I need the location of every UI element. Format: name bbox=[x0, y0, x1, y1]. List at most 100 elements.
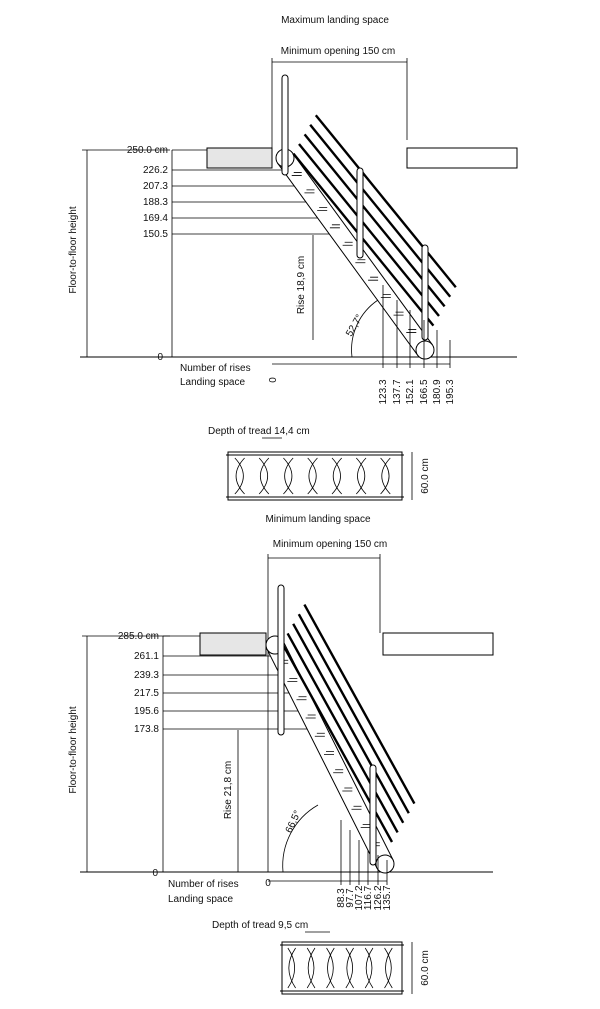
level-label: 250.0 cm bbox=[127, 145, 168, 156]
tread-depth-label: Depth of tread 9,5 cm bbox=[212, 920, 308, 931]
landing-space-label: Landing space bbox=[168, 894, 233, 905]
landing-value: 166.5 bbox=[419, 379, 430, 404]
plan-tread bbox=[326, 947, 335, 989]
level-label: 195.6 bbox=[134, 706, 159, 717]
rise-label: Rise 21,8 cm bbox=[223, 761, 234, 819]
level-label: 150.5 bbox=[143, 229, 168, 240]
stair-tread bbox=[360, 824, 371, 828]
width-label: 60.0 cm bbox=[420, 458, 431, 494]
plan-tread bbox=[331, 457, 343, 495]
landing-zero-label: 0 bbox=[268, 377, 279, 383]
stair-tread bbox=[351, 805, 362, 810]
handrail-post bbox=[356, 167, 364, 259]
stair-tread bbox=[355, 259, 366, 264]
top-title: Maximum landing space bbox=[281, 15, 389, 26]
plan-tread bbox=[283, 457, 294, 495]
upper-floor-left-slab bbox=[206, 147, 273, 169]
stair-tread bbox=[380, 294, 391, 299]
stair-tread bbox=[342, 787, 353, 792]
handrail bbox=[292, 623, 405, 824]
number-of-rises-label: Number of rises bbox=[168, 879, 239, 890]
stair-tread bbox=[305, 714, 316, 719]
landing-value: 126.2 bbox=[373, 885, 384, 910]
plan-tread bbox=[234, 457, 245, 495]
stair-plan bbox=[281, 941, 403, 995]
landing-value: 97.7 bbox=[345, 888, 356, 908]
handrail-post bbox=[281, 74, 289, 176]
top-plan: Depth of tread 14,4 cm 60.0 cm Minimum l… bbox=[208, 426, 431, 525]
stair-tread bbox=[296, 696, 307, 701]
plan-tread bbox=[258, 457, 270, 495]
width-label: 60.0 cm bbox=[420, 950, 431, 986]
landing-zero-label: 0 bbox=[265, 878, 271, 889]
stair-plan bbox=[227, 451, 403, 501]
zero-level-label: 0 bbox=[157, 352, 163, 363]
upper-floor-left-slab bbox=[199, 632, 267, 656]
stair-tread bbox=[342, 241, 353, 246]
angle-arc bbox=[351, 299, 379, 358]
level-label: 169.4 bbox=[143, 213, 168, 224]
landing-value: 137.7 bbox=[392, 379, 403, 404]
handrail-post bbox=[421, 244, 429, 341]
level-label: 173.8 bbox=[134, 724, 159, 735]
landing-space-label: Landing space bbox=[180, 377, 245, 388]
level-label: 188.3 bbox=[143, 197, 168, 208]
top-opening-label: Minimum opening 150 cm bbox=[281, 46, 396, 57]
landing-value: 116.7 bbox=[363, 885, 374, 910]
landing-value: 195.3 bbox=[445, 379, 456, 404]
stringer-bottom-cap bbox=[375, 854, 395, 874]
plan-tread bbox=[355, 457, 367, 495]
floor-height-label: Floor-to-floor height bbox=[68, 706, 79, 793]
stair-tread bbox=[333, 769, 344, 774]
stair-tread bbox=[317, 206, 328, 211]
level-label: 261.1 bbox=[134, 651, 159, 662]
level-label: 285.0 cm bbox=[118, 631, 159, 642]
handrail bbox=[314, 114, 457, 288]
handrail bbox=[303, 133, 446, 308]
landing-value: 180.9 bbox=[432, 379, 443, 404]
handrail bbox=[298, 143, 440, 317]
handrail bbox=[297, 613, 410, 814]
landing-value: 88.3 bbox=[336, 888, 347, 908]
plan-tread bbox=[364, 947, 374, 989]
zero-level-label: 0 bbox=[152, 868, 158, 879]
bottom-opening-label: Minimum opening 150 cm bbox=[273, 539, 388, 550]
rise-label: Rise 18,9 cm bbox=[296, 256, 307, 314]
angle-label: 52,7° bbox=[344, 313, 365, 339]
landing-value: 152.1 bbox=[405, 379, 416, 404]
plan-tread bbox=[287, 947, 296, 989]
handrail bbox=[286, 632, 399, 833]
stair-tread bbox=[314, 732, 325, 737]
handrail-post bbox=[277, 584, 285, 736]
upper-floor-right-slab bbox=[406, 147, 518, 169]
landing-value: 107.2 bbox=[354, 885, 365, 910]
plan-tread bbox=[345, 947, 354, 989]
stair-tread bbox=[329, 224, 340, 229]
level-label: 226.2 bbox=[143, 165, 168, 176]
bottom-elevation: Minimum opening 150 cm Floor-to-floor he… bbox=[68, 539, 494, 911]
angle-arc bbox=[282, 804, 319, 873]
top-elevation: Maximum landing space Minimum opening 15… bbox=[68, 15, 518, 405]
level-label: 239.3 bbox=[134, 670, 159, 681]
level-label: 207.3 bbox=[143, 181, 168, 192]
stair-tread bbox=[291, 172, 302, 176]
stair-tread bbox=[287, 678, 298, 682]
plan-tread bbox=[307, 457, 318, 495]
handrail bbox=[303, 604, 416, 805]
plan-tread bbox=[306, 947, 316, 989]
floor-height-label: Floor-to-floor height bbox=[68, 206, 79, 293]
angle-label: 66,5° bbox=[284, 809, 304, 835]
stair-tread bbox=[324, 751, 334, 755]
upper-floor-right-slab bbox=[382, 632, 494, 656]
stair-tread bbox=[304, 189, 315, 194]
landing-value: 123.3 bbox=[378, 379, 389, 404]
plan-tread bbox=[380, 457, 391, 495]
level-label: 217.5 bbox=[134, 688, 159, 699]
plan-caption: Minimum landing space bbox=[265, 514, 370, 525]
plan-tread bbox=[384, 947, 393, 989]
landing-value: 135.7 bbox=[382, 885, 393, 910]
handrail-post bbox=[369, 764, 377, 866]
stair-tread bbox=[368, 276, 379, 281]
tread-depth-label: Depth of tread 14,4 cm bbox=[208, 426, 310, 437]
